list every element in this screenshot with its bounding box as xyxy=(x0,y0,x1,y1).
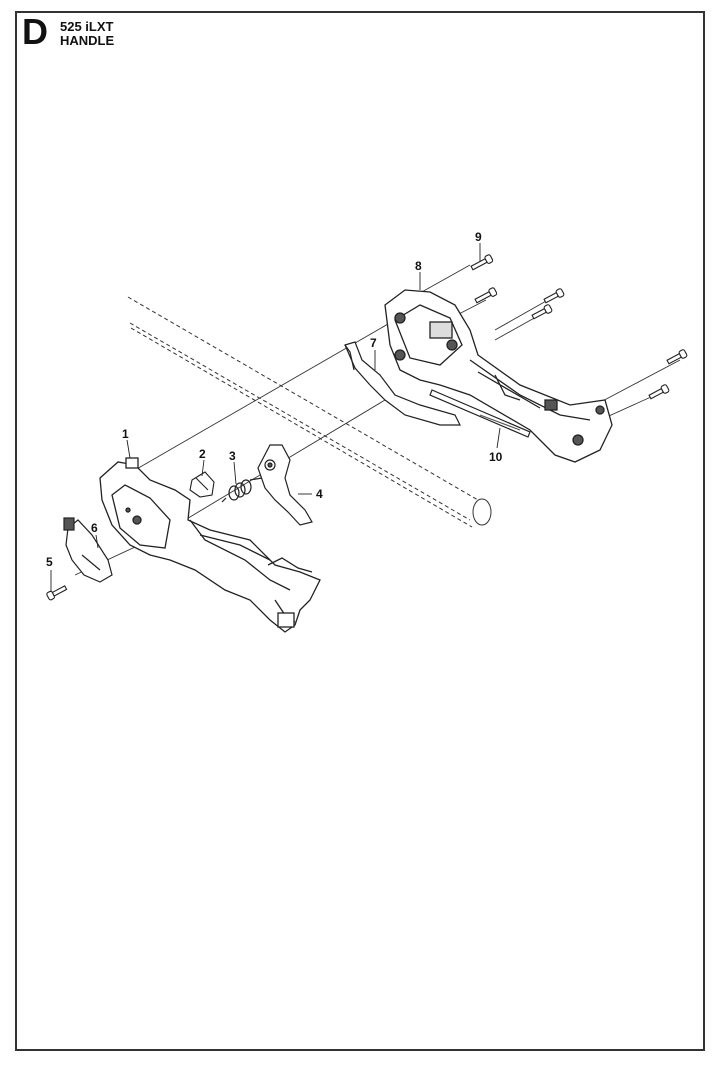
part-9-screws xyxy=(470,254,688,400)
diagram-title: HANDLE xyxy=(60,32,115,48)
callout-2: 2 xyxy=(199,447,206,461)
section-letter: D xyxy=(22,11,48,52)
callout-8: 8 xyxy=(415,259,422,273)
callout-10: 10 xyxy=(489,450,503,464)
part-3-coil-spring xyxy=(221,479,252,503)
page-frame xyxy=(15,11,705,1051)
part-7-switch-lever xyxy=(344,341,461,426)
part-2-spring-bracket xyxy=(189,471,215,498)
callout-9: 9 xyxy=(475,230,482,244)
callout-4: 4 xyxy=(316,487,323,501)
part-8-upper-handle-half xyxy=(384,289,613,463)
part-6-cover xyxy=(63,517,113,583)
leader-lines xyxy=(50,243,501,592)
callout-1: 1 xyxy=(122,427,129,441)
callout-5: 5 xyxy=(46,555,53,569)
diagram-heading: 525 iLXT HANDLE xyxy=(60,20,114,47)
part-4-throttle-trigger xyxy=(249,444,313,526)
callout-7: 7 xyxy=(370,336,377,350)
part-1-lower-handle-half xyxy=(99,457,321,633)
callout-labels: 1 2 3 4 5 6 7 8 9 10 xyxy=(46,230,503,569)
part-10-strip xyxy=(429,389,531,438)
callout-6: 6 xyxy=(91,521,98,535)
part-5-screw xyxy=(46,585,68,601)
shaft-tube xyxy=(127,296,492,528)
model-name: 525 iLXT xyxy=(60,19,114,34)
callout-3: 3 xyxy=(229,449,236,463)
